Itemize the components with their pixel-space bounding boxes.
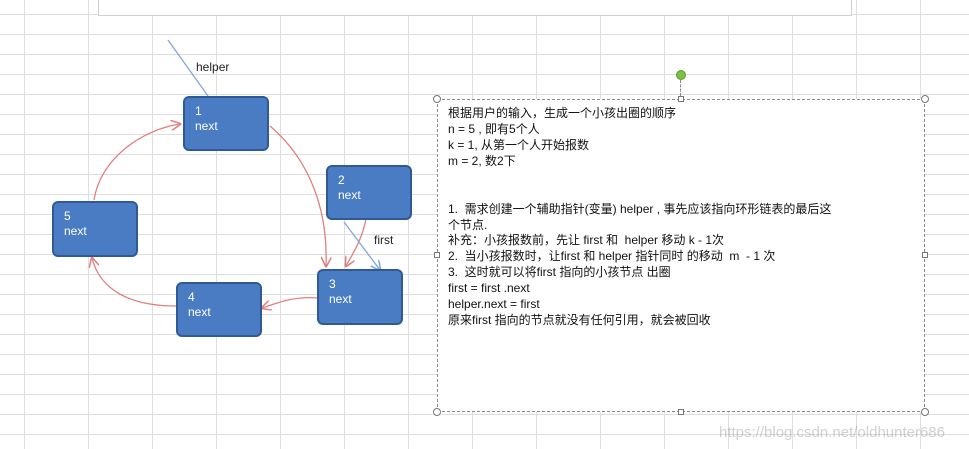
note-line: 根据用户的输入，生成一个小孩出圈的顺序 (448, 106, 677, 120)
node-3-next: next (329, 292, 352, 306)
node-3[interactable]: 3 next (317, 269, 403, 325)
helper-pointer-line (167, 39, 209, 97)
top-shape-box (98, 0, 852, 16)
node-1[interactable]: 1 next (183, 96, 269, 151)
resize-handle-left[interactable] (434, 252, 440, 258)
resize-handle-bottom[interactable] (678, 409, 684, 415)
note-gap (448, 170, 924, 202)
resize-handle-top-right[interactable] (921, 95, 929, 103)
node-1-next: next (195, 119, 218, 133)
node-5-id: 5 (64, 209, 71, 223)
note-line: 2. 当小孩报数时，让first 和 helper 指针同时 的移动 m - 1… (448, 249, 776, 264)
node-2-id: 2 (338, 173, 345, 187)
note-line: 3. 这时就可以将first 指向的小孩节点 出圈 (448, 265, 671, 280)
first-label: first (374, 233, 394, 247)
first-pointer-line (343, 221, 380, 270)
node-2[interactable]: 2 next (326, 165, 412, 220)
link-5-to-1 (93, 124, 180, 201)
note-line: 原来first 指向的节点就没有任何引用，就会被回收 (448, 312, 711, 327)
rotate-handle-line (680, 80, 681, 96)
resize-handle-bottom-left[interactable] (433, 408, 441, 416)
node-4[interactable]: 4 next (176, 282, 262, 337)
note-line: helper.next = first (448, 297, 540, 312)
node-4-id: 4 (188, 290, 195, 304)
node-5-next: next (64, 224, 87, 238)
link-2-to-3 (346, 218, 367, 266)
resize-handle-top-left[interactable] (433, 95, 441, 103)
link-1-to-3 (269, 125, 326, 266)
rotate-handle[interactable] (676, 70, 686, 80)
node-5[interactable]: 5 next (52, 201, 138, 257)
helper-label: helper (196, 60, 230, 74)
link-3-to-4 (262, 296, 319, 308)
note-line: 1. 需求创建一个辅助指针(变量) helper , 事先应该指向环形链表的最后… (448, 201, 832, 216)
note-line: k = 1, 从第一个人开始报数 (448, 137, 590, 152)
watermark-text: https://blog.csdn.net/oldhunter686 (719, 424, 945, 441)
notes-textbox[interactable]: 根据用户的输入，生成一个小孩出圈的顺序 n = 5 , 即有5个人 k = 1,… (437, 99, 925, 412)
note-line: first = first .next (448, 281, 530, 296)
note-line: 补充：小孩报数前，先让 first 和 helper 移动 k - 1次 (448, 233, 725, 248)
note-line: n = 5 , 即有5个人 (448, 121, 540, 136)
node-3-id: 3 (329, 277, 336, 291)
resize-handle-top[interactable] (678, 96, 684, 102)
node-1-id: 1 (195, 104, 202, 118)
node-4-next: next (188, 305, 211, 319)
node-2-next: next (338, 188, 361, 202)
note-line: m = 2, 数2下 (448, 153, 516, 168)
link-4-to-5 (92, 258, 177, 307)
resize-handle-bottom-right[interactable] (921, 408, 929, 416)
note-line: 个节点. (448, 217, 488, 232)
resize-handle-right[interactable] (922, 252, 928, 258)
